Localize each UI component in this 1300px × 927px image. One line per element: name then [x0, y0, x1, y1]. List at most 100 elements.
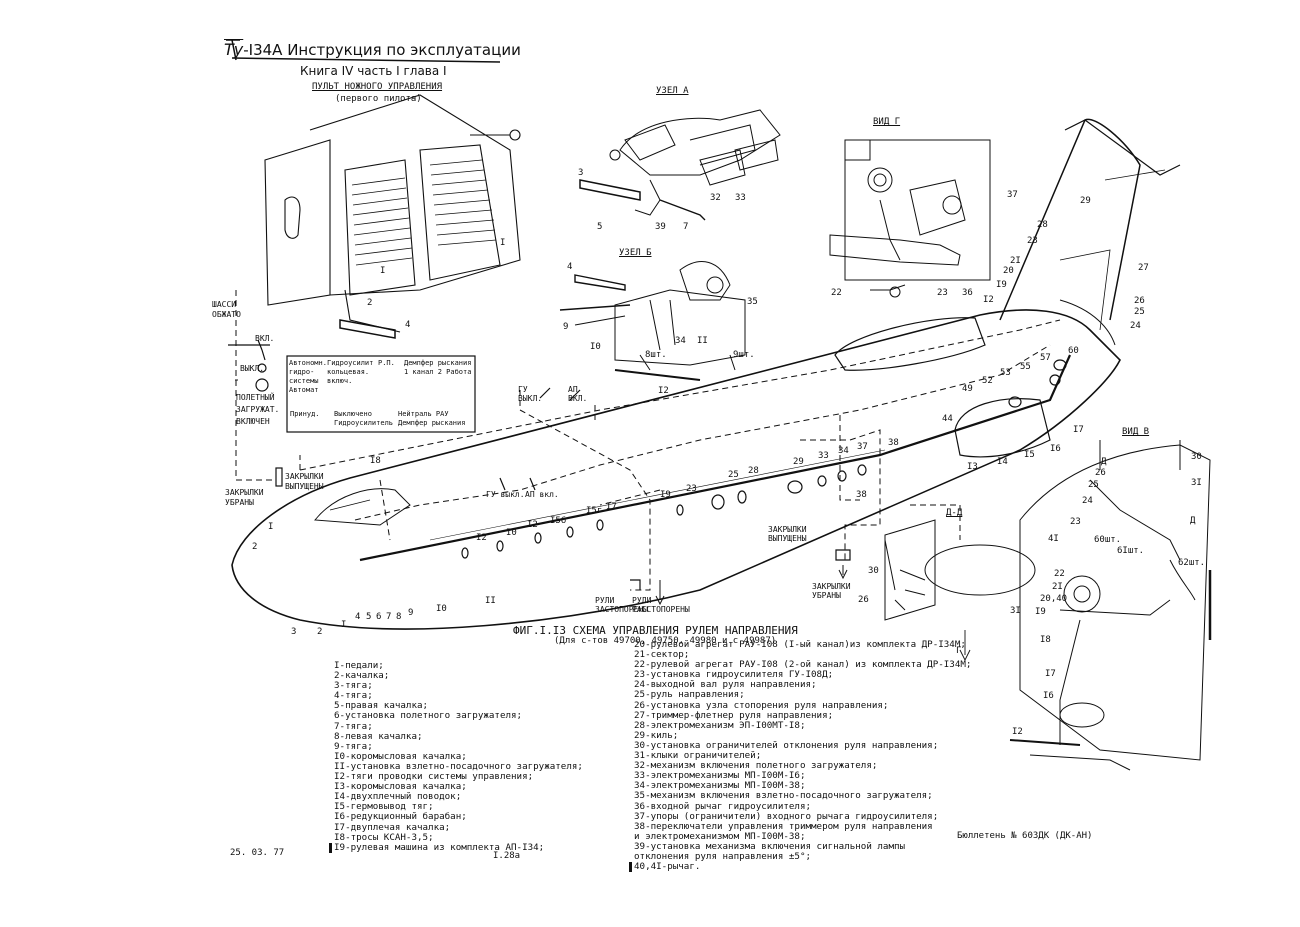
- flaps-extended-label: ЗАКРЫЛКИ ВЫПУЩЕНЫ: [285, 472, 324, 491]
- callout: 34: [838, 446, 849, 456]
- callout: I5б: [550, 516, 567, 526]
- callout: II: [485, 596, 496, 606]
- callout: 8: [396, 612, 402, 622]
- legend-item: 7-тяга;: [334, 720, 373, 732]
- legend-item: 23-установка гидроусилителя ГУ-I08Д;: [634, 669, 834, 681]
- callout: 37: [1007, 190, 1018, 200]
- callout: 29: [793, 457, 804, 467]
- legend-item: 9-тяга;: [334, 740, 373, 752]
- callout: 60шт.: [1094, 535, 1122, 545]
- callout: I5: [1024, 450, 1035, 460]
- legend-item: I0-коромысловая качалка;: [334, 750, 467, 762]
- callout: 60: [1068, 346, 1079, 356]
- node-a-drawing: [579, 109, 781, 221]
- footer-bulletin: Бюллетень № 603ДК (ДК-АН): [957, 831, 1093, 841]
- legend-item: 29-киль;: [634, 729, 679, 741]
- rudder-locked-label: РУЛИ ЗАСТОПОРЕНЫ: [595, 596, 648, 614]
- loader-on-label: ПОЛЕТНЫЙ ЗАГРУЖАТ. ВКЛЮЧЕН: [236, 393, 280, 426]
- callout: 6: [376, 612, 382, 622]
- legend-item: I3-коромысловая качалка;: [334, 781, 467, 793]
- switch-on-label: ВКЛ.: [255, 334, 275, 343]
- panel-col-1: Автономн. гидро- системы Автомат: [289, 359, 327, 394]
- ap-on2-label: АП вкл.: [525, 490, 559, 499]
- section-dd-title: Д-Д: [946, 508, 963, 518]
- gu-off2-label: ГУ выкл.: [486, 490, 525, 499]
- legend-item: 20-рулевой агрегат РАУ-I08 (I-ый канал)и…: [634, 639, 966, 650]
- callout: 3I: [1010, 606, 1021, 616]
- footer-date: 25. 03. 77: [230, 848, 285, 858]
- callout: 28: [1037, 220, 1048, 230]
- callout: 5: [597, 222, 603, 232]
- footer-page: I.28a: [493, 851, 521, 861]
- legend-item: отклонения руля направления ±5°;: [634, 850, 812, 862]
- callout: I: [341, 620, 347, 630]
- node-b-drawing: [559, 261, 746, 381]
- callout: 2I: [1052, 582, 1063, 592]
- figure-caption: ФИГ.I.I3 СХЕМА УПРАВЛЕНИЯ РУЛЕМ НАПРАВЛЕ…: [513, 624, 798, 637]
- callout: 8шт.: [645, 350, 667, 360]
- callout: I8: [1040, 635, 1051, 645]
- legend-item: 32-механизм включения полетного загружат…: [634, 760, 878, 772]
- panel-col-2: Гидроусилит кольцевая. включ.: [327, 359, 374, 385]
- legend-item: 31-клыки ограничителей;: [634, 750, 762, 762]
- panel-col-4: Демпфер рыскания 1 канал 2 Работа: [404, 359, 472, 376]
- legend-item: 6-установка полетного загружателя;: [334, 710, 523, 722]
- callout: I0: [436, 604, 447, 614]
- callout: I2: [1012, 727, 1023, 737]
- callout: 25: [728, 470, 739, 480]
- doc-subtitle: Книга IV часть I глава I: [300, 64, 447, 78]
- gu-off-label: ГУ ВЫКЛ.: [518, 385, 543, 403]
- fin-outline: [999, 118, 1141, 321]
- callout: Г: [956, 646, 962, 656]
- callout: I0: [590, 342, 601, 352]
- legend-item: 38-переключатели управления триммером ру…: [634, 820, 933, 832]
- callout: 6Iшт.: [1117, 546, 1145, 556]
- callout: 9шт.: [733, 350, 755, 360]
- legend-item: 36-входной рычаг гидроусилителя;: [634, 800, 812, 812]
- callout: 62шт.: [1178, 558, 1206, 568]
- legend-item: 26-установка узла стопорения руля направ…: [634, 699, 889, 711]
- legend-item: 21-сектор;: [634, 649, 690, 661]
- callout: 32: [710, 193, 721, 203]
- chassis-label: ШАССИ ОБЖАТО: [212, 300, 241, 319]
- callout: I2: [658, 386, 669, 396]
- callout: 27: [1138, 263, 1149, 273]
- callout: I2: [527, 520, 538, 530]
- callout: I2: [983, 295, 994, 305]
- legend-item: II-установка взлетно-посадочного загружа…: [334, 760, 583, 772]
- callout: 55: [1020, 362, 1031, 372]
- callout: 2: [367, 298, 373, 308]
- callout: I2: [476, 533, 487, 543]
- callout: 26: [1134, 296, 1145, 306]
- callout: 9: [563, 322, 569, 332]
- callout: 2: [317, 627, 323, 637]
- callout: 29: [1080, 196, 1091, 206]
- callout: 36: [962, 288, 973, 298]
- flaps-ext2-label: ЗАКРЫЛКИ ВЫПУЩЕНЫ: [768, 525, 807, 543]
- callout: I9: [660, 490, 671, 500]
- callout: 53: [1000, 368, 1011, 378]
- callout: 7: [386, 612, 392, 622]
- callout: I9: [1035, 607, 1046, 617]
- ap-on-label: АП ВКЛ.: [568, 385, 588, 403]
- callout: 22: [831, 288, 842, 298]
- callout: 20: [1003, 266, 1014, 276]
- legend-item: 4-тяга;: [334, 690, 373, 702]
- callout: 3I: [1191, 478, 1202, 488]
- callout: 24: [1082, 496, 1093, 506]
- callout: 26: [858, 595, 869, 605]
- panel-box-frame: [286, 355, 476, 433]
- callout: 25: [1088, 480, 1099, 490]
- pedal-unit-title: ПУЛЬТ НОЖНОГО УПРАВЛЕНИЯ: [312, 82, 443, 92]
- callout: I7: [1045, 669, 1056, 679]
- callout: 28: [748, 466, 759, 476]
- legend-item: 40,4I-рычаг.: [629, 861, 971, 873]
- callout: 3: [578, 168, 584, 178]
- node-a-title: УЗЕЛ А: [656, 86, 689, 96]
- legend-item: 5-правая качалка;: [334, 700, 429, 712]
- legend-item: 3-тяга;: [334, 680, 373, 692]
- callout: 38: [856, 490, 867, 500]
- legend-item: 28-электромеханизм ЭП-I00МТ-I8;: [634, 719, 806, 731]
- callout: 22: [1054, 569, 1065, 579]
- flaps-ret2-label: ЗАКРЫЛКИ УБРАНЫ: [812, 582, 851, 600]
